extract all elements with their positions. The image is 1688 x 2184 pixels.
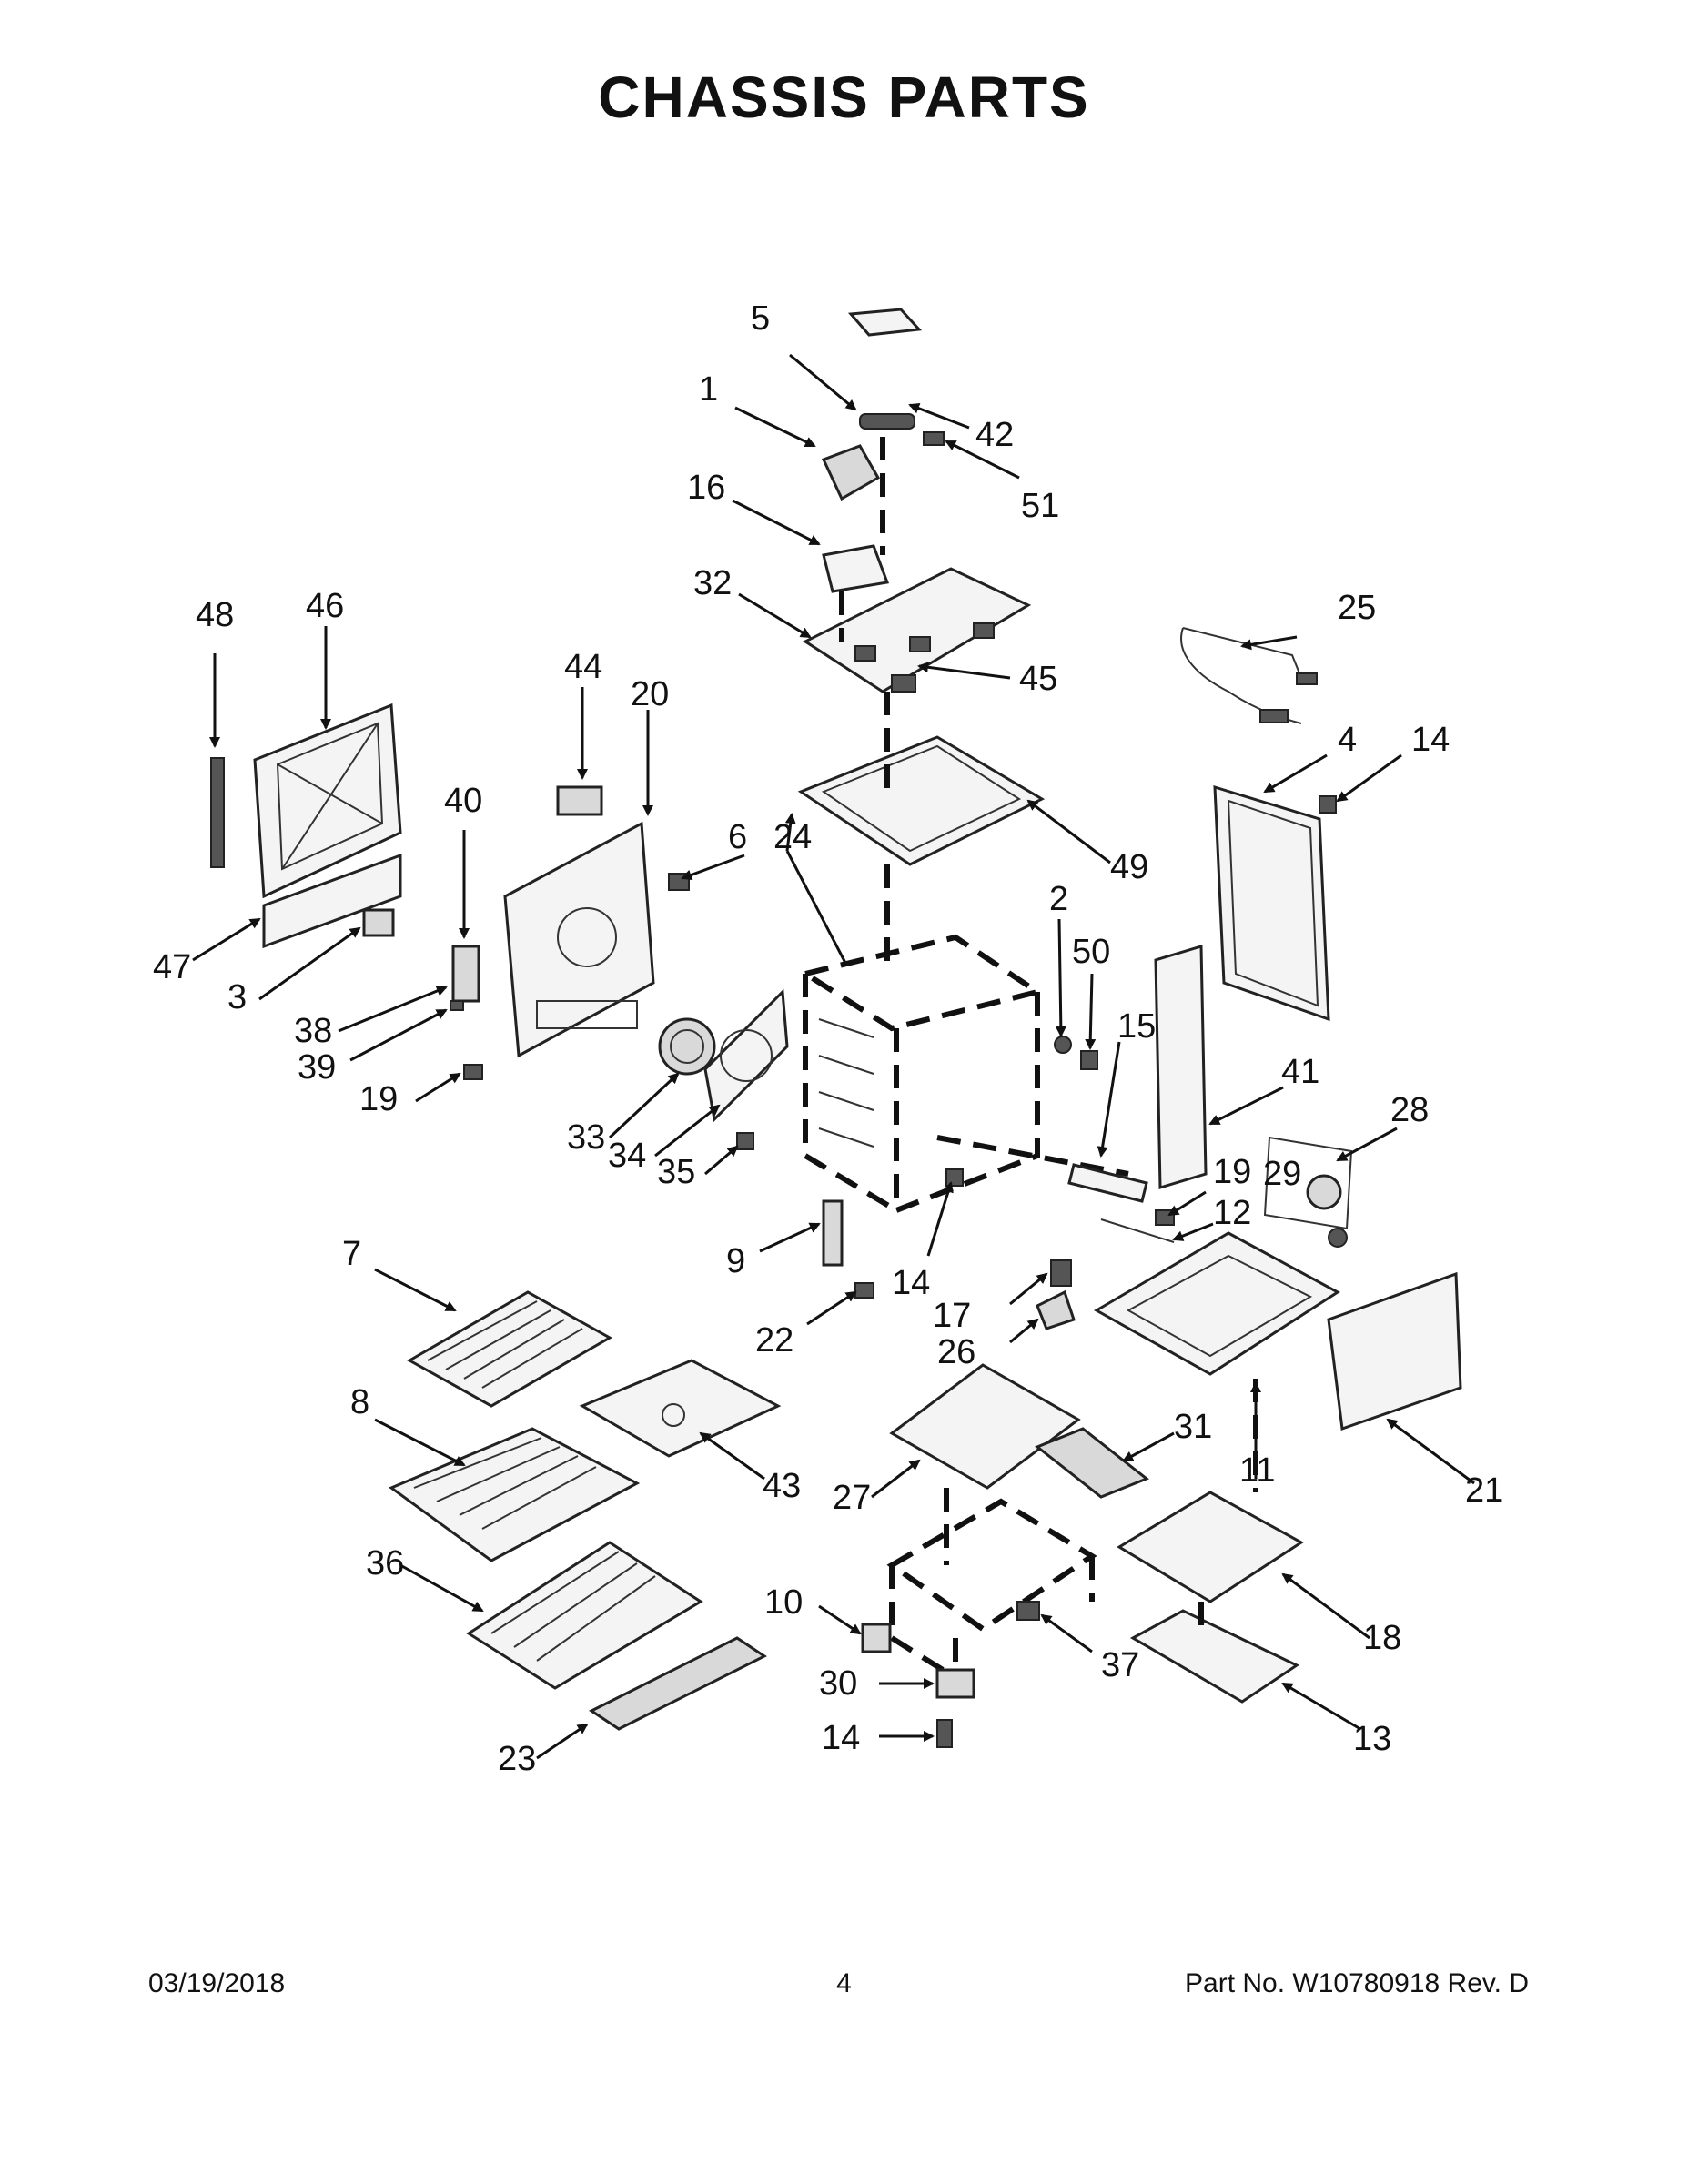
racks-and-trays (388, 1290, 782, 1731)
callout-label: 13 (1353, 1720, 1391, 1758)
callout-label: 39 (298, 1048, 336, 1087)
callout-label: 47 (153, 948, 191, 986)
callout-label: 14 (1411, 721, 1450, 759)
leader-arrows (192, 353, 1475, 1760)
callout-labels: 1 2 3 4 5 6 7 8 9 10 11 12 13 14 14 14 1… (153, 299, 1503, 1778)
callout-label: 28 (1390, 1091, 1429, 1129)
callout-label: 6 (728, 818, 747, 856)
callout-label: 40 (444, 782, 482, 820)
callout-label: 35 (657, 1153, 695, 1191)
callout-label: 38 (294, 1012, 332, 1050)
left-side-parts (210, 703, 789, 1150)
callout-label: 4 (1338, 721, 1357, 759)
callout-label: 14 (892, 1264, 930, 1302)
callout-label: 8 (350, 1383, 369, 1421)
callout-label: 27 (833, 1479, 871, 1517)
callout-label: 17 (933, 1297, 971, 1335)
callout-label: 12 (1213, 1194, 1251, 1232)
callout-label: 25 (1338, 589, 1376, 627)
footer-part-number: Part No. W10780918 Rev. D (1185, 1968, 1529, 1998)
callout-label: 9 (726, 1242, 745, 1280)
callout-label: 20 (631, 675, 669, 713)
page-title: CHASSIS PARTS (598, 65, 1090, 130)
callout-label: 11 (1239, 1451, 1275, 1490)
callout-label: 7 (342, 1235, 361, 1273)
callout-label: 26 (937, 1333, 975, 1371)
callout-label: 16 (687, 469, 725, 507)
callout-label: 46 (306, 587, 344, 625)
callout-label: 37 (1101, 1646, 1139, 1684)
footer-page-number: 4 (836, 1968, 852, 1998)
callout-label: 29 (1263, 1155, 1301, 1193)
footer-date: 03/19/2018 (148, 1968, 286, 1998)
callout-label: 41 (1281, 1053, 1319, 1091)
callout-label: 18 (1363, 1619, 1401, 1657)
callout-label: 36 (366, 1544, 404, 1582)
callout-label: 1 (699, 370, 718, 409)
callout-label: 10 (764, 1583, 803, 1622)
callout-label: 50 (1072, 933, 1110, 971)
callout-label: 14 (822, 1719, 860, 1757)
callout-label: 24 (773, 818, 812, 856)
callout-label: 33 (567, 1118, 605, 1157)
callout-label: 3 (227, 978, 247, 1016)
callout-label: 32 (693, 564, 732, 602)
oven-cavity (798, 934, 1175, 1299)
callout-label: 48 (196, 596, 234, 634)
callout-label: 42 (975, 416, 1014, 454)
callout-label: 30 (819, 1664, 857, 1703)
callout-label: 31 (1174, 1408, 1212, 1446)
callout-label: 44 (564, 648, 602, 686)
callout-label: 22 (755, 1321, 793, 1360)
callout-label: 5 (751, 299, 770, 338)
callout-label: 2 (1049, 880, 1068, 918)
bottom-assembly-parts (861, 1363, 1304, 1748)
callout-label: 19 (359, 1080, 398, 1118)
callout-label: 23 (498, 1740, 536, 1778)
callout-label: 49 (1110, 848, 1148, 886)
callout-label: 21 (1465, 1471, 1503, 1510)
right-side-parts (1036, 627, 1462, 1431)
callout-label: 51 (1021, 487, 1059, 525)
callout-label: 34 (608, 1137, 646, 1175)
callout-label: 19 (1213, 1153, 1251, 1191)
top-assembly-parts (797, 308, 1046, 866)
callout-label: 43 (763, 1467, 801, 1505)
callout-label: 45 (1019, 660, 1057, 698)
callout-label: 15 (1117, 1007, 1156, 1046)
